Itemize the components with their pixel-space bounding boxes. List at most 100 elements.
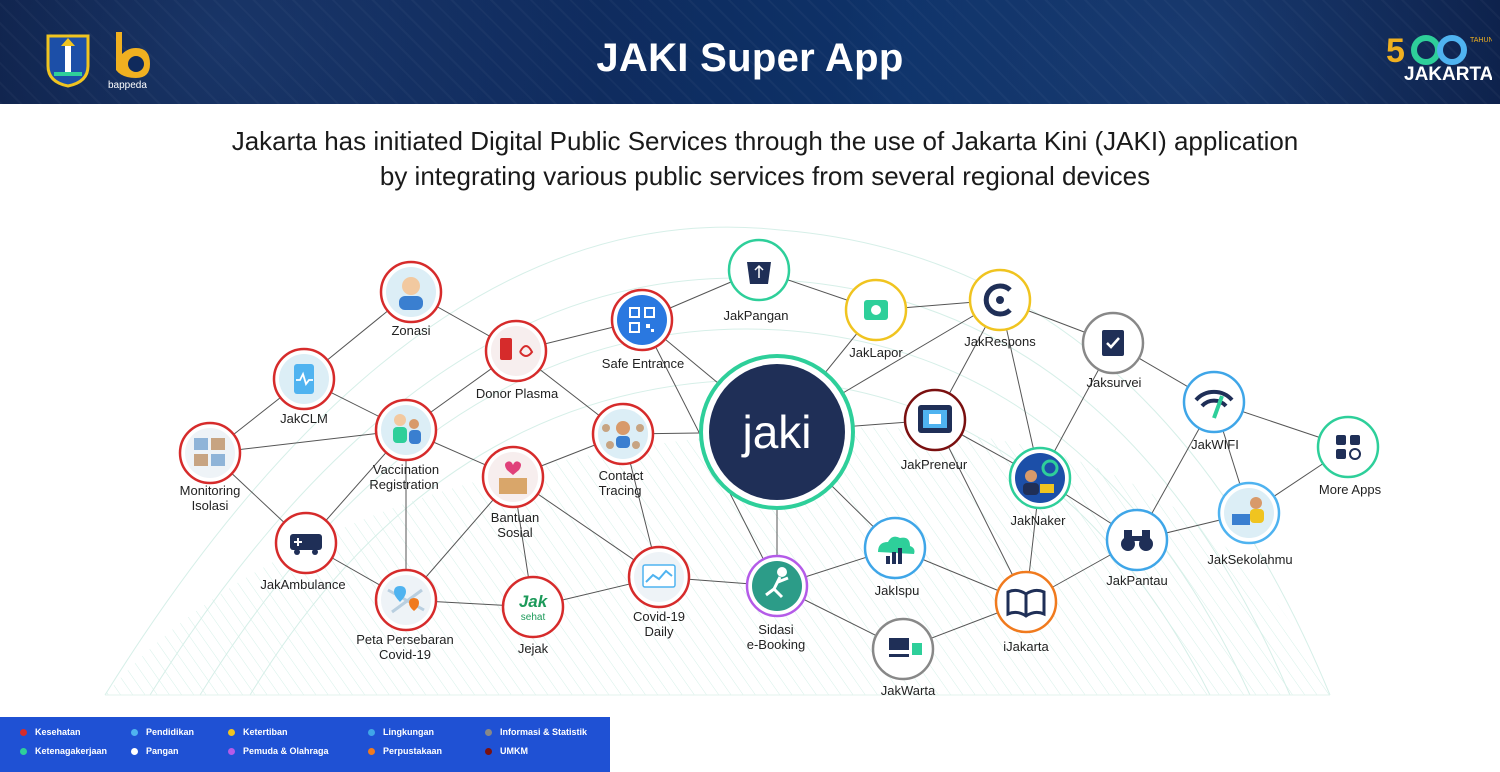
- sidasi-label-2: e-Booking: [747, 637, 806, 652]
- ijakarta-label: iJakarta: [1003, 639, 1049, 654]
- sidasi-label-1: Sidasi: [758, 622, 794, 637]
- subtitle-line-1: Jakarta has initiated Digital Public Ser…: [231, 126, 1299, 156]
- bappeda-logo-icon: [116, 32, 150, 78]
- lingkungan-dot-icon: [368, 729, 375, 737]
- subtitle-line-2: by integrating various public services f…: [379, 161, 1151, 191]
- node-safe-entrance[interactable]: Safe Entrance: [602, 288, 684, 371]
- jakarta-500-logo-icon: 5 TAHUN JAKARTA: [1386, 32, 1492, 85]
- pemuda-dot-icon: [228, 748, 235, 756]
- node-jakambulance[interactable]: JakAmbulance: [260, 511, 346, 592]
- jaksurvei-label: Jaksurvei: [1087, 375, 1142, 390]
- cloud-chart-icon: [878, 536, 915, 554]
- node-jakclm[interactable]: JakCLM: [272, 347, 336, 426]
- header-pattern: [0, 0, 1500, 104]
- node-peta-persebaran[interactable]: Peta Persebaran Covid-19: [356, 568, 454, 662]
- node-ijakarta[interactable]: iJakarta: [994, 570, 1058, 654]
- jakwifi-label: JakWIFI: [1191, 437, 1239, 452]
- legend-ketertiban: Ketertiban: [228, 727, 288, 737]
- node-zonasi[interactable]: Zonasi: [379, 260, 443, 338]
- node-vaccination-registration[interactable]: Vaccination Registration: [369, 398, 439, 492]
- open-book-icon: [1006, 588, 1046, 618]
- jejak-label: Jejak: [518, 641, 549, 656]
- zonasi-person-icon: [402, 277, 420, 295]
- node-jaksurvei[interactable]: Jaksurvei: [1081, 311, 1145, 390]
- kesehatan-dot-icon: [20, 729, 27, 737]
- jakpreneur-label: JakPreneur: [901, 457, 968, 472]
- page-title: JAKI Super App: [596, 36, 904, 80]
- jakpangan-label: JakPangan: [723, 308, 788, 323]
- binoculars-icon: [1121, 537, 1135, 551]
- node-jaklapor[interactable]: JakLapor: [844, 278, 908, 360]
- jakclm-label: JakCLM: [280, 411, 328, 426]
- pendidikan-dot-icon: [131, 729, 138, 737]
- jakambulance-label: JakAmbulance: [260, 577, 345, 592]
- legend-pemuda: Pemuda & Olahraga: [228, 746, 329, 756]
- pangan-dot-icon: [131, 748, 138, 756]
- safe-entrance-label: Safe Entrance: [602, 356, 684, 371]
- legend-perpustakaan: Perpustakaan: [368, 746, 442, 756]
- node-jakispu[interactable]: JakIspu: [863, 516, 927, 598]
- subtitle: Jakarta has initiated Digital Public Ser…: [0, 124, 1500, 194]
- node-jakrespons[interactable]: JakRespons: [964, 268, 1036, 349]
- node-sidasi-ebooking[interactable]: Sidasi e-Booking: [745, 554, 809, 652]
- node-jejak[interactable]: Jak sehat Jejak: [501, 575, 565, 656]
- svg-text:5: 5: [1386, 32, 1405, 70]
- jakrespons-label: JakRespons: [964, 334, 1036, 349]
- node-monitoring-isolasi[interactable]: Monitoring Isolasi: [178, 421, 242, 513]
- jakarta-logo-text: JAKARTA: [1404, 64, 1492, 85]
- node-bantuan-sosial[interactable]: Bantuan Sosial: [481, 445, 545, 540]
- node-contact-tracing[interactable]: Contact Tracing: [591, 402, 655, 498]
- node-donor-plasma[interactable]: Donor Plasma: [476, 319, 559, 401]
- legend-pangan: Pangan: [131, 746, 179, 756]
- jakpantau-label: JakPantau: [1106, 573, 1167, 588]
- jaknaker-label: JakNaker: [1011, 513, 1067, 528]
- bantuan-label-1: Bantuan: [491, 510, 539, 525]
- worker-gear-icon: [1041, 459, 1059, 477]
- aid-box-icon: [499, 478, 527, 494]
- qr-code-icon: [629, 307, 640, 318]
- node-jaknaker[interactable]: JakNaker: [1008, 446, 1072, 528]
- jaki-center-node[interactable]: jaki: [699, 354, 855, 510]
- wifi-icon: [1194, 389, 1234, 402]
- apps-grid-icon: [1336, 435, 1346, 445]
- umkm-dot-icon: [485, 748, 492, 756]
- bappeda-logo-text: bappeda: [108, 80, 147, 91]
- covid-label-2: Daily: [645, 624, 674, 639]
- bantuan-label-2: Sosial: [497, 525, 533, 540]
- monitoring-label-2: Isolasi: [192, 498, 229, 513]
- legend-ketenagakerjaan: Ketenagakerjaan: [20, 746, 107, 756]
- node-jakwifi[interactable]: JakWIFI: [1182, 370, 1246, 452]
- svg-text:TAHUN: TAHUN: [1470, 37, 1492, 44]
- ketertiban-dot-icon: [228, 729, 235, 737]
- node-covid-19-daily[interactable]: Covid-19 Daily: [627, 545, 691, 639]
- node-more-apps[interactable]: More Apps: [1316, 415, 1382, 497]
- jaksekolahmu-label: JakSekolahmu: [1207, 552, 1292, 567]
- header-banner: bappeda JAKI Super App 5 TAHUN JAKARTA: [0, 0, 1500, 104]
- legend-kesehatan: Kesehatan: [20, 727, 81, 737]
- informasi-dot-icon: [485, 729, 492, 737]
- monitoring-label-1: Monitoring: [180, 483, 241, 498]
- jaksehat-logo: Jak: [519, 592, 549, 611]
- legend-informasi: Informasi & Statistik: [485, 727, 587, 737]
- sports-person-icon: [777, 567, 787, 577]
- zonasi-label: Zonasi: [391, 323, 430, 338]
- node-jakpantau[interactable]: JakPantau: [1105, 508, 1169, 588]
- donor-plasma-label: Donor Plasma: [476, 386, 559, 401]
- node-jakpangan[interactable]: JakPangan: [723, 238, 791, 323]
- jaki-center-label: jaki: [740, 406, 811, 458]
- news-card-icon: [889, 638, 909, 650]
- node-jakpreneur[interactable]: JakPreneur: [901, 388, 968, 472]
- category-legend: Kesehatan Pendidikan Ketertiban Lingkung…: [0, 717, 610, 772]
- node-jaksekolahmu[interactable]: JakSekolahmu: [1207, 481, 1293, 567]
- jaklapor-label: JakLapor: [849, 345, 903, 360]
- jakrespons-c-icon: [983, 283, 1012, 317]
- covid-label-1: Covid-19: [633, 609, 685, 624]
- contact-label-2: Tracing: [599, 483, 642, 498]
- blood-bag-icon: [500, 338, 512, 360]
- peta-label-1: Peta Persebaran: [356, 632, 454, 647]
- jaksehat-logo-sub: sehat: [521, 612, 546, 623]
- node-jakwarta[interactable]: JakWarta: [871, 617, 936, 698]
- legend-umkm: UMKM: [485, 746, 528, 756]
- vaccination-label-2: Registration: [369, 477, 438, 492]
